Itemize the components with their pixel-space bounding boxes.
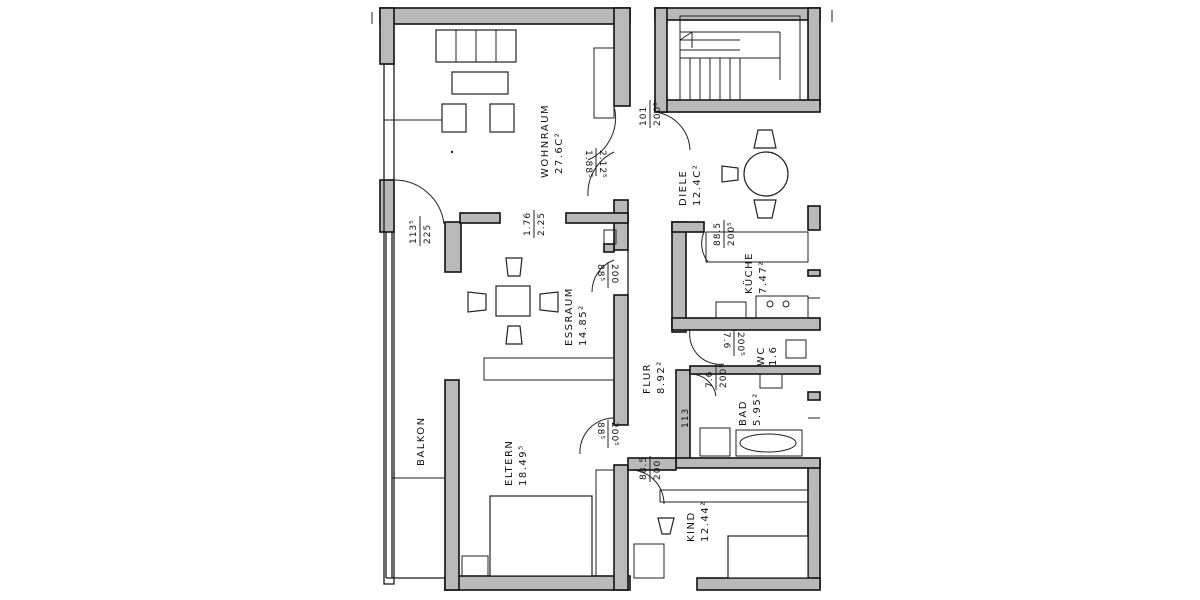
dim-kueche-door-top: 88.5 bbox=[713, 222, 723, 246]
bad-area: 5.95² bbox=[752, 392, 763, 426]
dim-wohn-ess-top: 1.76 bbox=[523, 212, 533, 236]
wohnraum-furniture bbox=[435, 29, 615, 154]
wc-label: WC bbox=[756, 346, 767, 366]
dim-bad-door-bottom: 200⁵ bbox=[719, 363, 729, 388]
exterior-walls bbox=[379, 7, 821, 591]
room-labels: WOHNRAUM 27.6C² DIELE 12.4C² KÜCHE 7.47²… bbox=[416, 104, 779, 542]
bad-furniture bbox=[699, 339, 807, 457]
wc-area: 1.6 bbox=[768, 346, 779, 366]
dim-diele-door-bottom: 200⁵ bbox=[653, 101, 663, 126]
eltern-area: 18.49⁵ bbox=[518, 444, 529, 486]
flur-area: 8.92² bbox=[656, 360, 667, 394]
dim-balkon-door-bottom: 225 bbox=[423, 224, 433, 244]
kind-furniture bbox=[633, 489, 809, 579]
dim-kind-door-bottom: 200 bbox=[653, 460, 663, 480]
staircase bbox=[679, 15, 801, 101]
diele-area: 12.4C² bbox=[692, 164, 703, 206]
dim-kind-door-top: 88.5 bbox=[639, 456, 649, 480]
dim-wc-door-top: 200⁵ bbox=[735, 332, 745, 357]
diele-label: DIELE bbox=[678, 170, 689, 206]
dim-kueche-door-bottom: 200⁵ bbox=[727, 221, 737, 246]
dim-bad-door-top: 7.6 bbox=[705, 371, 715, 388]
eltern-label: ELTERN bbox=[504, 440, 515, 486]
essraum-label: ESSRAUM bbox=[564, 287, 575, 346]
kind-area: 12.44² bbox=[700, 500, 711, 542]
dim-wohn-door-top: 2.12⁵ bbox=[597, 150, 607, 179]
kind-label: KIND bbox=[686, 511, 697, 542]
balkon-label: BALKON bbox=[416, 416, 427, 466]
diele-furniture bbox=[721, 129, 789, 219]
interior-walls bbox=[459, 7, 821, 591]
wohnraum-area: 27.6C² bbox=[554, 132, 565, 174]
door-swings bbox=[393, 105, 725, 505]
dim-wohn-door-bottom: 1.88⁵ bbox=[583, 150, 593, 179]
dim-wc-door-bottom: 7.6 bbox=[721, 332, 731, 349]
dim-eltern-door-bottom: 88⁵ bbox=[595, 422, 605, 440]
balcony bbox=[371, 10, 833, 585]
essraum-area: 14.85² bbox=[578, 304, 589, 346]
dim-wohn-ess-bottom: 2.25 bbox=[537, 212, 547, 236]
dim-eltern-door-top: 200⁵ bbox=[609, 422, 619, 447]
wohnraum-label: WOHNRAUM bbox=[540, 104, 551, 178]
door-markers bbox=[603, 243, 821, 419]
kueche-furniture bbox=[705, 231, 809, 319]
flur-label: FLUR bbox=[642, 363, 653, 394]
bad-label: BAD bbox=[738, 400, 749, 426]
kueche-area: 7.47² bbox=[758, 260, 769, 294]
kueche-label: KÜCHE bbox=[742, 252, 755, 294]
essraum-furniture bbox=[467, 229, 617, 381]
dim-balkon-door-top: 113⁵ bbox=[409, 219, 419, 244]
dimension-marks: 113⁵ 225 1.76 2.25 2.12⁵ 1.88⁵ 101 200⁵ … bbox=[409, 100, 745, 482]
dim-ess-door-bottom: 88⁵ bbox=[595, 264, 605, 282]
eltern-furniture bbox=[461, 469, 615, 577]
dim-ess-door-top: 200 bbox=[609, 264, 619, 284]
dim-diele-door-top: 101 bbox=[639, 106, 649, 126]
dim-bad-side: 113 bbox=[681, 408, 691, 428]
